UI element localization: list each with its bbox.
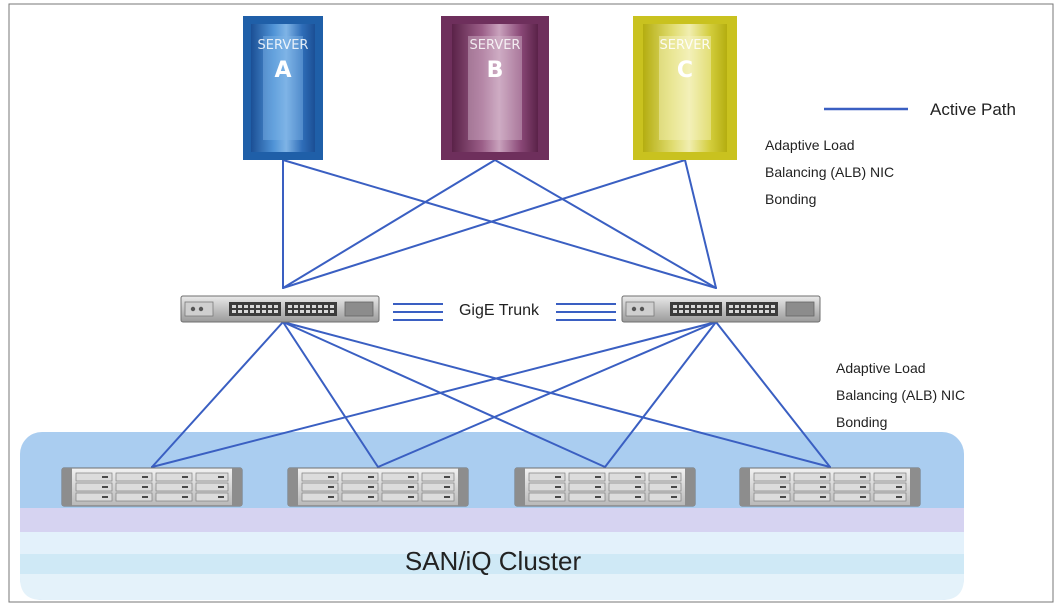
storage-node-1 xyxy=(61,467,243,507)
gige-trunk-label: GigE Trunk xyxy=(459,302,540,319)
legend: Active Path xyxy=(824,100,1016,119)
storage-bonding-line-3: Bonding xyxy=(836,414,887,430)
link-switch-right-node-3 xyxy=(604,321,717,468)
storage-node-4 xyxy=(739,467,921,507)
link-switch-left-node-2 xyxy=(282,321,379,468)
storage-node-3 xyxy=(514,467,696,507)
server-a: SERVER A xyxy=(243,16,323,160)
link-switch-right-node-2 xyxy=(377,321,717,468)
server-c: SERVER C xyxy=(633,16,737,160)
link-switch-left-node-1 xyxy=(151,321,284,468)
storage-bonding-note: Adaptive Load Balancing (ALB) NIC Bondin… xyxy=(836,360,965,430)
gige-trunk-lines xyxy=(393,303,616,321)
cluster-label: SAN/iQ Cluster xyxy=(405,546,582,576)
link-switch-right-node-1 xyxy=(151,321,717,468)
storage-node-2 xyxy=(287,467,469,507)
server-b-letter: B xyxy=(487,58,504,83)
link-switch-left-node-4 xyxy=(282,321,831,468)
server-a-letter: A xyxy=(274,58,291,83)
link-server-c-switch-right xyxy=(684,159,717,289)
server-bonding-line-1: Adaptive Load xyxy=(765,137,855,153)
diagram-frame xyxy=(8,3,1054,603)
link-server-b-switch-right xyxy=(494,159,717,289)
link-server-b-switch-left xyxy=(282,159,496,289)
server-bonding-line-2: Balancing (ALB) NIC xyxy=(765,164,894,180)
network-switch-right xyxy=(621,295,821,323)
network-switch-left xyxy=(180,295,380,323)
legend-active-path-label: Active Path xyxy=(930,100,1016,119)
link-server-c-switch-left xyxy=(282,159,686,289)
active-path-links xyxy=(151,159,831,468)
server-bonding-line-3: Bonding xyxy=(765,191,816,207)
san-cluster-band xyxy=(20,432,964,600)
link-server-a-switch-right xyxy=(282,159,717,289)
link-switch-left-node-3 xyxy=(282,321,606,468)
link-switch-right-node-4 xyxy=(715,321,831,468)
storage-bonding-line-1: Adaptive Load xyxy=(836,360,926,376)
storage-bonding-line-2: Balancing (ALB) NIC xyxy=(836,387,965,403)
server-bonding-note: Adaptive Load Balancing (ALB) NIC Bondin… xyxy=(765,137,894,207)
server-a-label: SERVER xyxy=(258,38,309,53)
server-b-label: SERVER xyxy=(470,38,521,53)
server-c-label: SERVER xyxy=(660,38,711,53)
server-b: SERVER B xyxy=(441,16,549,160)
server-c-letter: C xyxy=(677,58,693,83)
